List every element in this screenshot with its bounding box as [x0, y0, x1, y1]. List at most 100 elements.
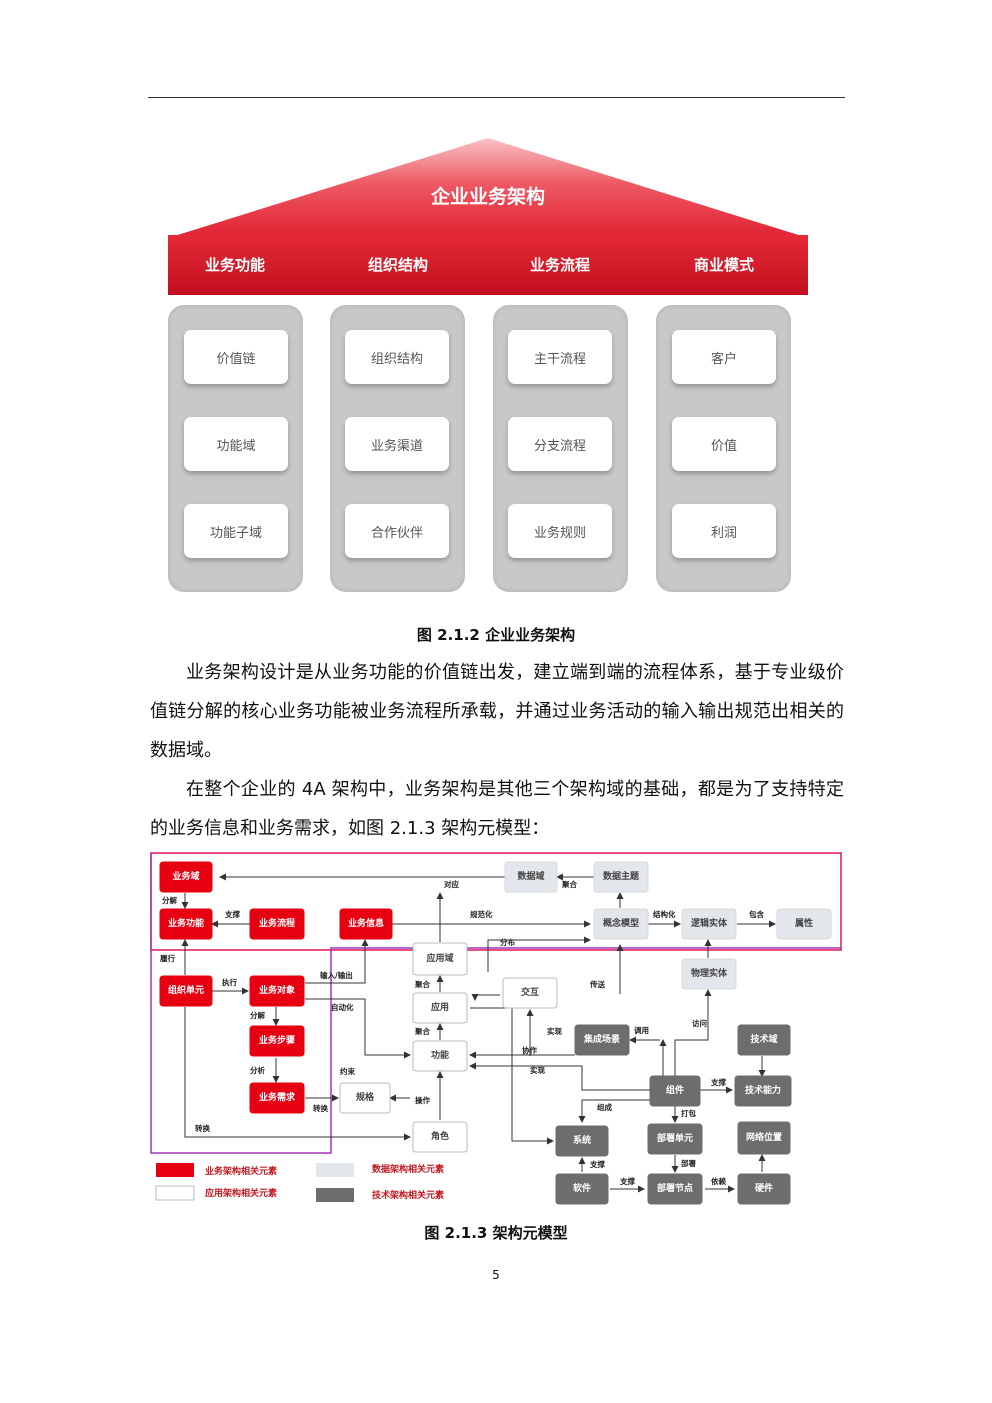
node-software: 软件: [555, 1173, 609, 1205]
item-card: 业务渠道: [345, 417, 449, 471]
item-card: 利润: [672, 504, 776, 558]
edge-line: [487, 936, 591, 972]
edge-label: 组成: [597, 1102, 612, 1112]
svg-text:集成场景: 集成场景: [583, 1033, 620, 1045]
legend-swatch-application: [155, 1185, 195, 1201]
svg-text:交互: 交互: [521, 986, 539, 998]
edge-label: 分解: [162, 895, 177, 905]
svg-text:属性: 属性: [794, 917, 813, 929]
svg-text:部署单元: 部署单元: [657, 1132, 693, 1144]
edge-label: 支撑: [619, 1176, 635, 1186]
svg-text:物理实体: 物理实体: [691, 967, 728, 979]
svg-text:技术能力: 技术能力: [745, 1084, 781, 1096]
edge-label: 支撑: [224, 909, 240, 919]
edge-label: 约束: [340, 1066, 355, 1076]
edge-label: 实现: [530, 1065, 545, 1075]
node-specification: 规格: [339, 1082, 391, 1114]
legend-swatch-business: [156, 1163, 194, 1177]
node-tech-capability: 技术能力: [734, 1075, 792, 1107]
node-interaction: 交互: [502, 977, 558, 1009]
node-component: 组件: [649, 1075, 701, 1107]
svg-text:功能: 功能: [431, 1049, 449, 1061]
edge-label: 依赖: [711, 1176, 726, 1186]
node-physical-entity: 物理实体: [681, 958, 737, 990]
edge-label: 调用: [634, 1026, 649, 1035]
node-logical-entity: 逻辑实体: [681, 908, 737, 940]
svg-text:软件: 软件: [573, 1182, 591, 1194]
svg-text:业务需求: 业务需求: [259, 1091, 296, 1103]
node-business-process: 业务流程: [249, 908, 305, 940]
edge-label: 执行: [222, 977, 237, 987]
node-hardware: 硬件: [737, 1173, 791, 1205]
node-deployment-unit: 部署单元: [647, 1123, 703, 1155]
edge-label: 协作: [522, 1045, 537, 1055]
svg-text:部署节点: 部署节点: [657, 1182, 693, 1194]
category-header: 业务流程: [529, 256, 590, 274]
node-application-domain: 应用域: [412, 942, 468, 976]
svg-text:系统: 系统: [573, 1134, 591, 1146]
edge-label: 聚合: [414, 979, 430, 989]
edge-label: 聚合: [414, 1026, 430, 1036]
node-business-object: 业务对象: [249, 975, 305, 1007]
svg-text:组织单元: 组织单元: [168, 984, 204, 996]
edge-label: 传送: [589, 979, 605, 989]
edge-line: [674, 989, 712, 1076]
node-system: 系统: [555, 1125, 609, 1157]
svg-text:逻辑实体: 逻辑实体: [690, 917, 728, 929]
svg-text:业务信息: 业务信息: [348, 917, 384, 929]
node-tech-domain: 技术域: [737, 1024, 791, 1056]
legend-swatch-data: [316, 1163, 354, 1177]
svg-text:业务流程: 业务流程: [259, 917, 295, 929]
svg-text:应用: 应用: [431, 1001, 449, 1013]
item-card: 主干流程: [508, 330, 612, 384]
node-concept-model: 概念模型: [593, 908, 649, 940]
edge-label: 支撑: [589, 1159, 605, 1169]
edge-label: 实现: [547, 1026, 562, 1036]
edge-line: [305, 939, 369, 984]
legend-label: 业务架构相关元素: [205, 1165, 277, 1177]
architecture-metamodel-diagram: .n rect { stroke-width:1; } .biz rect { …: [150, 852, 842, 1205]
edge-label: 打包: [681, 1108, 696, 1118]
edge-label: 输入/输出: [320, 970, 353, 980]
node-business-requirement: 业务需求: [249, 1082, 305, 1114]
item-card: 功能域: [184, 417, 288, 471]
node-business-information: 业务信息: [339, 908, 393, 940]
legend-label: 应用架构相关元素: [205, 1187, 277, 1199]
edge-line: [184, 1007, 411, 1141]
edge-label: 转换: [313, 1103, 328, 1113]
application-boundary: [150, 853, 841, 1154]
svg-text:概念模型: 概念模型: [603, 917, 639, 929]
node-network-location: 网络位置: [737, 1121, 791, 1155]
edge-label: 分解: [250, 1010, 265, 1020]
category-banner: [168, 235, 808, 295]
page-number: 5: [492, 1268, 500, 1282]
node-deployment-node: 部署节点: [647, 1173, 703, 1205]
svg-text:数据域: 数据域: [517, 870, 544, 882]
item-card: 功能子域: [184, 504, 288, 558]
edge-label: 规范化: [470, 909, 493, 919]
node-data-domain: 数据域: [504, 861, 558, 893]
edge-label: 支撑: [710, 1077, 726, 1087]
node-function: 功能: [412, 1040, 468, 1072]
svg-text:业务对象: 业务对象: [259, 984, 295, 996]
edge-label: 自动化: [331, 1002, 354, 1012]
figure-caption: 图 2.1.3 架构元模型: [424, 1224, 568, 1242]
node-business-domain: 业务域: [159, 861, 213, 893]
item-card: 组织结构: [345, 330, 449, 384]
category-header: 业务功能: [204, 256, 265, 274]
svg-text:规格: 规格: [356, 1091, 375, 1103]
node-business-step: 业务步骤: [249, 1025, 305, 1057]
edge-line: [578, 1099, 650, 1123]
svg-text:业务域: 业务域: [172, 870, 199, 882]
svg-text:组件: 组件: [666, 1084, 684, 1096]
svg-text:业务功能: 业务功能: [168, 917, 204, 929]
svg-text:网络位置: 网络位置: [746, 1131, 782, 1143]
svg-text:数据主题: 数据主题: [603, 870, 640, 882]
edge-line: [471, 994, 500, 1001]
edge-label: 聚合: [561, 879, 577, 889]
legend-swatch-technology: [316, 1188, 354, 1202]
edge-label: 部署: [681, 1158, 696, 1168]
svg-text:技术域: 技术域: [750, 1033, 777, 1045]
legend-label: 技术架构相关元素: [372, 1189, 444, 1201]
item-card: 业务规则: [508, 504, 612, 558]
